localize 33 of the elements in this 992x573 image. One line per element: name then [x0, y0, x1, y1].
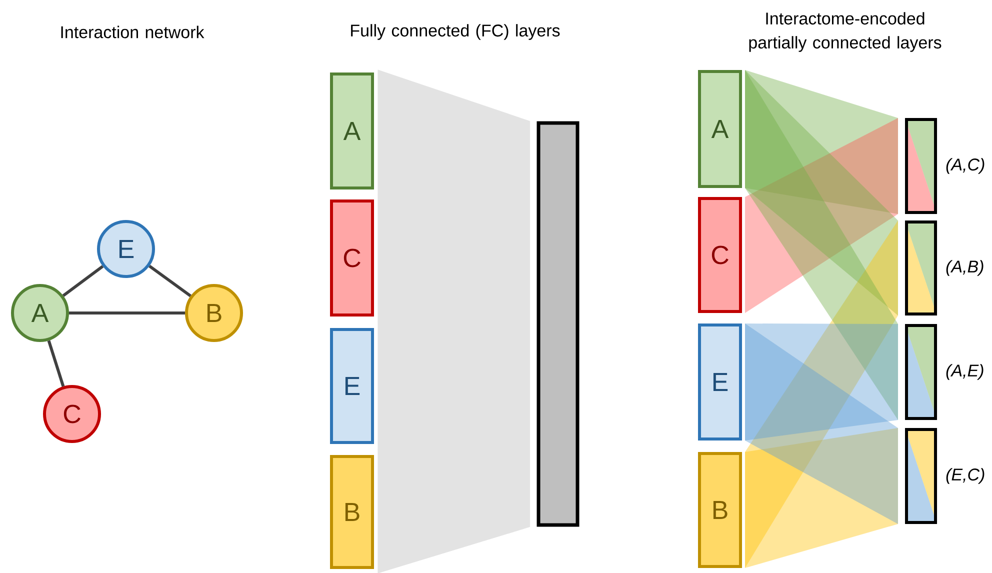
layer-box: A	[698, 70, 742, 188]
pair-label: (A,B)	[946, 260, 984, 276]
layer-box: C	[330, 200, 374, 316]
layer-box: E	[698, 324, 742, 440]
network-node: E	[97, 220, 155, 278]
output-bar	[905, 220, 938, 316]
pair-label: (A,C)	[946, 158, 984, 174]
connection-fan	[745, 118, 898, 313]
layer-box: C	[698, 197, 742, 313]
network-node: C	[43, 385, 101, 443]
network-node: B	[185, 284, 243, 342]
heading: Fully connected (FC) layers	[351, 24, 560, 40]
output-bar	[536, 121, 580, 527]
pair-label: (A,E)	[946, 364, 984, 380]
network-edge	[62, 265, 104, 297]
layer-box: A	[330, 72, 374, 190]
connection-fan	[378, 425, 530, 573]
connection-fan	[378, 194, 530, 324]
layer-box: E	[330, 328, 374, 444]
connection-fan	[378, 70, 530, 223]
output-bar	[905, 118, 938, 214]
network-edge	[47, 340, 65, 387]
heading: Interactome-encoded partially connected layers	[749, 12, 942, 52]
output-bar	[905, 324, 938, 420]
network-node: A	[11, 284, 69, 342]
network-edge	[69, 312, 185, 314]
layer-box: B	[330, 455, 374, 569]
layer-box: B	[698, 452, 742, 568]
connection-fan	[745, 324, 898, 524]
heading: Interaction network	[61, 26, 204, 38]
network-edge	[148, 264, 192, 298]
pair-label: (E,C)	[946, 468, 984, 484]
output-bar	[905, 428, 938, 524]
